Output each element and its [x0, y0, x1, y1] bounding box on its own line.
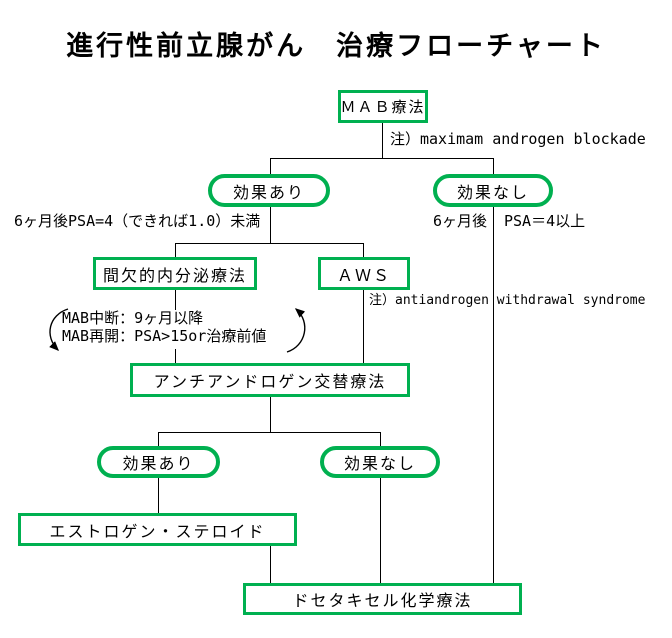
connector-branch1b-horizontal	[175, 243, 364, 244]
connector-mab-down	[382, 123, 383, 158]
connector-branch1-to-ineffective	[493, 158, 494, 175]
node-antiandrogen-switch-therapy: アンチアンドロゲン交替療法	[130, 363, 410, 397]
connector-intermittent-down-upper	[175, 290, 176, 310]
caption-ineffective-1-left: 6ヶ月後	[433, 212, 488, 230]
connector-intermittent-down-lower	[175, 349, 176, 363]
connector-branch1-to-effective	[270, 158, 271, 175]
connector-to-aws	[363, 243, 364, 258]
node-ineffective-2: 効果なし	[320, 446, 440, 478]
caption-ineffective-1-right: PSA＝4以上	[504, 212, 586, 230]
connector-branch2-to-ineffective	[380, 432, 381, 447]
connector-branch1-horizontal	[270, 158, 494, 159]
node-docetaxel-chemotherapy: ドセタキセル化学療法	[243, 583, 522, 615]
note-aws: 注）antiandrogen withdrawal syndrome	[369, 293, 646, 308]
connector-effective2-to-estrogen	[158, 478, 159, 513]
cycle-arrow-right-icon	[286, 308, 306, 353]
page-title: 進行性前立腺がん 治療フローチャート	[66, 31, 606, 62]
cycle-arrow-left-icon	[49, 308, 69, 351]
connector-branch2-to-effective	[158, 432, 159, 447]
node-ineffective-1: 効果なし	[433, 174, 553, 207]
node-mab-therapy: ＭＡＢ療法	[338, 90, 428, 123]
connector-branch2-horizontal	[158, 432, 381, 433]
caption-effective-1: 6ヶ月後PSA=4（できれば1.0）未満	[14, 212, 261, 230]
connector-ineffective2-to-docetaxel	[380, 478, 381, 583]
rule-mab-stop: MAB中断：9ヶ月以降	[62, 309, 204, 327]
node-estrogen-steroid: エストロゲン・ステロイド	[18, 513, 297, 546]
connector-to-intermittent	[175, 243, 176, 258]
connector-aws-to-switch	[363, 290, 364, 363]
node-effective-1: 効果あり	[208, 174, 330, 207]
node-intermittent-therapy: 間欠的内分泌療法	[93, 257, 257, 290]
connector-switch-down	[270, 397, 271, 432]
connector-ineffective1-to-docetaxel	[493, 207, 494, 583]
node-aws: ＡＷＳ	[318, 257, 410, 290]
connector-effective1-down	[270, 207, 271, 243]
rule-mab-restart: MAB再開：PSA>15or治療前値	[62, 327, 267, 345]
connector-estrogen-to-docetaxel	[270, 546, 271, 583]
note-mab: 注）maximam androgen blockade	[390, 130, 646, 148]
node-effective-2: 効果あり	[97, 446, 220, 478]
